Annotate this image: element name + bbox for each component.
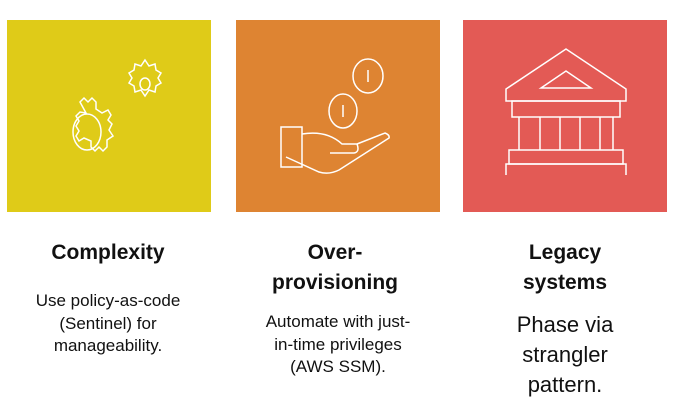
legacy-systems-card: [463, 20, 667, 212]
complexity-title: Complexity: [51, 241, 165, 264]
bank-building-icon: [505, 48, 627, 175]
legacy-systems-description: Phase via strangler pattern.: [516, 312, 614, 397]
complexity-description: Use policy-as-code (Sentinel) for manage…: [35, 291, 181, 355]
hand-coins-icon: [280, 58, 390, 174]
legacy-systems-title: Legacy systems: [522, 241, 608, 294]
over-provisioning-description: Automate with just-in-time privileges (A…: [265, 312, 411, 376]
gears-icon: [72, 58, 163, 153]
complexity-card: [7, 20, 211, 212]
over-provisioning-card: [236, 20, 440, 212]
over-provisioning-title: Over-provisioning: [272, 241, 398, 294]
